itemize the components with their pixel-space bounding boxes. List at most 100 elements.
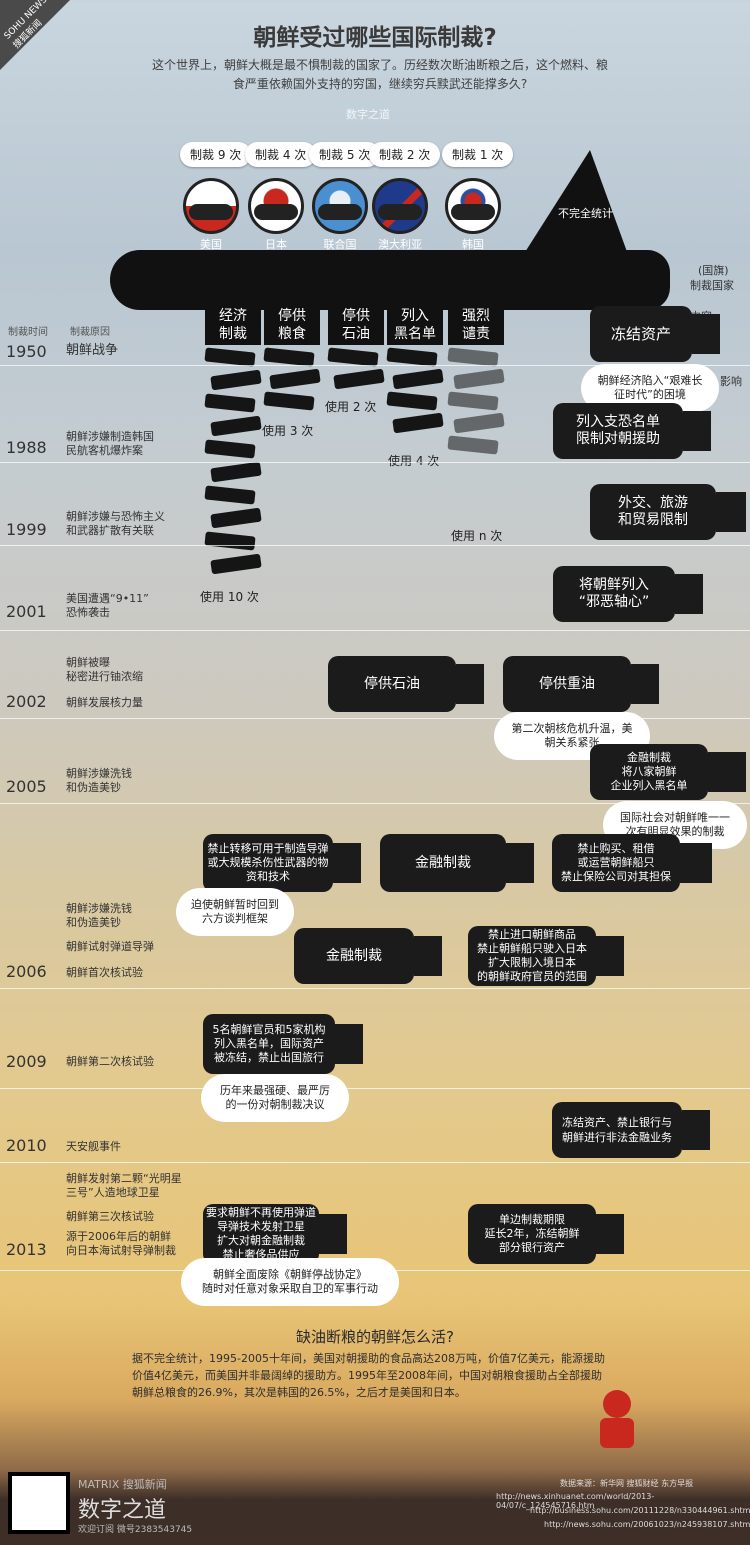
- camera-body: [692, 314, 720, 354]
- sanction-pack: [210, 369, 262, 391]
- camera-body: [414, 936, 442, 976]
- note-2009: 历年来最强硬、最严厉的一份对朝制裁决议: [205, 1078, 345, 1118]
- sanction-count-bubble: 制裁 4 次: [245, 142, 317, 167]
- col-reason: 制裁原因: [70, 327, 110, 338]
- camera-body: [456, 664, 484, 704]
- divider: [0, 462, 750, 463]
- note-2013: 朝鲜全面废除《朝鲜停战协定》 随时对任意对象采取自卫的军事行动: [185, 1262, 395, 1302]
- action-1988: 列入支恐名单 限制对朝援助: [553, 403, 683, 459]
- camera-body: [333, 843, 361, 883]
- sanction-pack: [386, 347, 438, 367]
- reason-2006-c: 朝鲜首次核试验: [66, 966, 143, 979]
- sanction-pack: [204, 439, 256, 459]
- year-2013: 2013: [6, 1240, 47, 1259]
- usage-count: 使用 2 次: [325, 400, 377, 414]
- usage-count: 使用 4 次: [388, 454, 440, 468]
- country-name: 日本: [265, 238, 287, 251]
- visor-icon: [378, 204, 422, 220]
- camera-body: [631, 664, 659, 704]
- page-title: 朝鲜受过哪些国际制裁?: [253, 25, 497, 51]
- visor-icon: [254, 204, 298, 220]
- camera-body: [319, 1214, 347, 1254]
- country-name: 澳大利亚: [378, 238, 422, 251]
- soldier-body: [600, 1418, 634, 1448]
- sanction-type-tag: 强烈 谴责: [448, 305, 504, 345]
- camera-body: [675, 574, 703, 614]
- sanction-pack: [447, 347, 499, 367]
- sanction-pack: [327, 347, 379, 367]
- visor-icon: [451, 204, 495, 220]
- reason-2002-b: 朝鲜发展核力量: [66, 696, 143, 709]
- sanction-pack: [263, 391, 315, 411]
- sanction-pack: [392, 412, 444, 434]
- divider: [0, 365, 750, 366]
- sanction-pack: [204, 347, 256, 367]
- usage-count: 使用 10 次: [200, 590, 259, 604]
- incomplete-label: 不完全统计: [558, 207, 613, 220]
- reason-1999: 朝鲜涉嫌与恐怖主义 和武器扩散有关联: [66, 510, 165, 537]
- reason-2013-c: 源于2006年后的朝鲜 向日本海试射导弹制裁: [66, 1230, 176, 1257]
- legend-flag: (国旗): [698, 264, 729, 277]
- reason-2010: 天安舰事件: [66, 1140, 121, 1153]
- footer-link-1[interactable]: http://news.xinhuanet.com/world/2013-04/…: [496, 1492, 655, 1510]
- reason-1950: 朝鲜战争: [66, 343, 119, 358]
- footer-link-2[interactable]: http://business.sohu.com/20111228/n33044…: [530, 1506, 750, 1515]
- sanction-pack: [210, 415, 262, 437]
- sanction-type-tag: 停供 石油: [328, 305, 384, 345]
- action-2006-e: 禁止进口朝鲜商品 禁止朝鲜船只驶入日本 扩大限制入境日本 的朝鲜政府官员的范围: [468, 926, 596, 986]
- divider: [0, 1162, 750, 1163]
- reason-2001: 美国遭遇“9•11” 恐怖袭击: [66, 592, 149, 619]
- footer-link-3[interactable]: http://news.sohu.com/20061023/n245938107…: [544, 1520, 750, 1529]
- sanction-count-bubble: 制裁 1 次: [442, 142, 514, 167]
- year-1999: 1999: [6, 520, 47, 539]
- year-2010: 2010: [6, 1136, 47, 1155]
- visor-icon: [318, 204, 362, 220]
- country-name: 联合国: [323, 238, 357, 251]
- country-name: 美国: [200, 238, 222, 251]
- divider: [0, 1088, 750, 1089]
- year-2009: 2009: [6, 1052, 47, 1071]
- action-2006-c: 禁止购买、租借 或运营朝鲜船只 禁止保险公司对其担保: [552, 834, 680, 892]
- sanction-pack: [263, 347, 315, 367]
- camera-body: [708, 752, 746, 792]
- sanction-type-tag: 停供 粮食: [264, 305, 320, 345]
- sanction-pack: [392, 368, 444, 390]
- action-2006-d: 金融制裁: [294, 928, 414, 984]
- sanction-count-bubble: 制裁 9 次: [180, 142, 252, 167]
- action-2010: 冻结资产、禁止银行与 朝鲜进行非法金融业务: [552, 1102, 682, 1158]
- reason-2009: 朝鲜第二次核试验: [66, 1055, 154, 1068]
- country-name: 韩国: [462, 238, 484, 251]
- action-2013-b: 单边制裁期限 延长2年，冻结朝鲜 部分银行资产: [468, 1204, 596, 1264]
- action-2005: 金融制裁 将八家朝鲜 企业列入黑名单: [590, 744, 708, 800]
- reason-2005: 朝鲜涉嫌洗钱 和伪造美钞: [66, 767, 132, 794]
- camera-body: [680, 843, 712, 883]
- sanction-pack: [210, 553, 262, 575]
- sanction-pack: [210, 507, 262, 529]
- camera-body: [506, 843, 534, 883]
- watermark: 数字之道: [346, 108, 390, 121]
- sanction-pack: [333, 368, 385, 390]
- year-1988: 1988: [6, 438, 47, 457]
- year-1950: 1950: [6, 342, 47, 361]
- action-2001: 将朝鲜列入 “邪恶轴心”: [553, 566, 675, 622]
- sanction-pack: [269, 368, 321, 390]
- plane-tail: [520, 150, 630, 260]
- reason-2006-a: 朝鲜涉嫌洗钱 和伪造美钞: [66, 902, 132, 929]
- action-2006-b: 金融制裁: [380, 834, 506, 892]
- sanction-pack: [453, 412, 505, 434]
- note-2006: 迫使朝鲜暂时回到六方谈判框架: [180, 892, 290, 932]
- footer-brand2: 数字之道: [78, 1498, 167, 1523]
- reason-2002-a: 朝鲜被曝 秘密进行铀浓缩: [66, 656, 143, 683]
- sanction-pack: [204, 485, 256, 505]
- visor-icon: [189, 204, 233, 220]
- usage-count: 使用 n 次: [451, 529, 503, 543]
- divider: [0, 988, 750, 989]
- bottom-text: 据不完全统计，1995-2005十年间，美国对朝援助的食品高达208万吨，价值7…: [132, 1352, 605, 1399]
- reason-2013-b: 朝鲜第三次核试验: [66, 1210, 154, 1223]
- footer-brand: MATRIX 搜狐新闻: [78, 1478, 167, 1491]
- note-1950: 朝鲜经济陷入“艰难长征时代”的困境: [585, 368, 715, 408]
- action-2006-a: 禁止转移可用于制造导弹或大规模杀伤性武器的物资和技术: [203, 834, 333, 892]
- camera-body: [683, 411, 711, 451]
- year-2002: 2002: [6, 692, 47, 711]
- reason-1988: 朝鲜涉嫌制造韩国 民航客机爆炸案: [66, 430, 154, 457]
